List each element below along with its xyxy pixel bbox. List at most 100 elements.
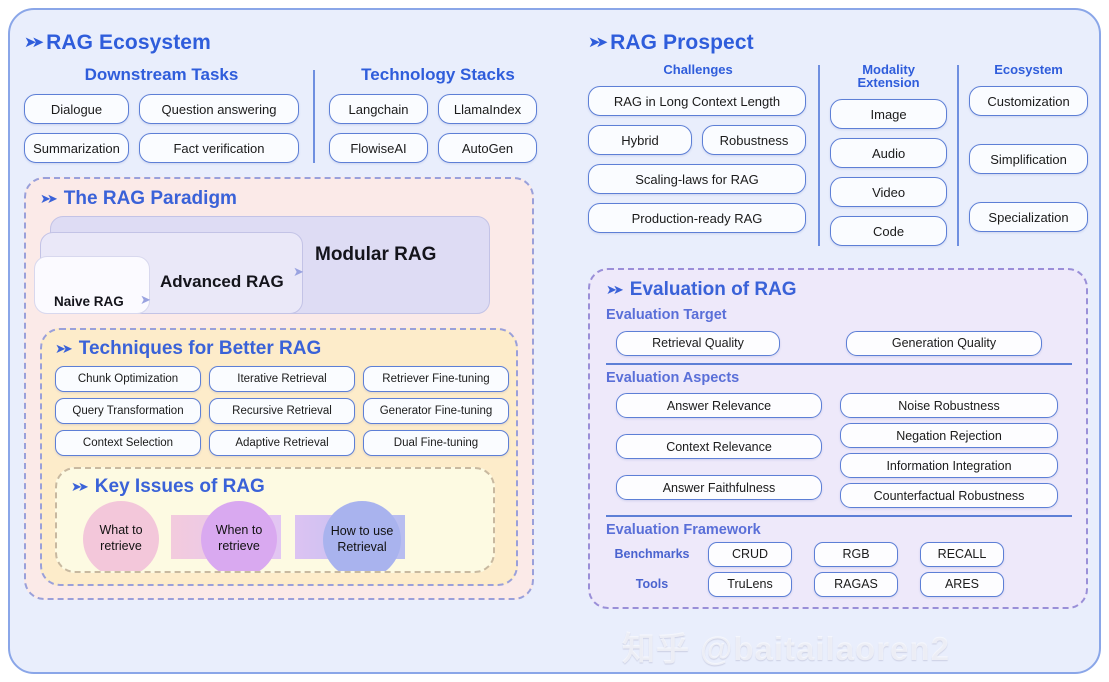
watermark: 知乎 @baitailaoren2 [622,630,950,667]
evaluation-box: ➤➤ Evaluation of RAG Evaluation Target R… [588,268,1088,609]
pill-autogen[interactable]: AutoGen [438,133,537,163]
pill-context-selection[interactable]: Context Selection [55,430,201,456]
pill-negation-rejection[interactable]: Negation Rejection [840,423,1058,448]
pill-image[interactable]: Image [830,99,948,129]
key-issues-box: ➤➤ Key Issues of RAG What to retrieve Wh… [55,467,495,573]
modality-extension-heading: Modality Extension [857,62,920,90]
pill-query-transformation[interactable]: Query Transformation [55,398,201,424]
pill-robustness[interactable]: Robustness [702,125,806,155]
pill-retriever-fine-tuning[interactable]: Retriever Fine-tuning [363,366,509,392]
aspects-left-list: Answer Relevance Context Relevance Answe… [616,393,822,508]
venn-circle-how-to-use-retrieval[interactable]: How to use Retrieval [323,501,401,571]
pill-chunk-optimization[interactable]: Chunk Optimization [55,366,201,392]
label-advanced-rag: Advanced RAG [160,272,284,291]
double-chevron-right-icon: ➤➤ [24,34,44,51]
pill-trulens[interactable]: TruLens [708,571,792,597]
label-modular-rag: Modular RAG [315,244,437,265]
venn-circle-what-to-retrieve[interactable]: What to retrieve [83,501,159,571]
pill-flowiseai[interactable]: FlowiseAI [329,133,428,163]
pill-production-ready-rag[interactable]: Production-ready RAG [588,203,806,233]
framework-benchmarks-row: Benchmarks CRUD RGB RECALL [606,541,1072,567]
evaluation-heading: ➤➤ Evaluation of RAG [606,279,797,300]
key-issues-heading: ➤➤ Key Issues of RAG [71,476,265,497]
double-chevron-right-icon: ➤➤ [588,34,608,51]
benchmarks-label: Benchmarks [614,547,690,561]
pill-answer-faithfulness[interactable]: Answer Faithfulness [616,475,822,500]
prospect-columns: Challenges RAG in Long Context Length Hy… [588,62,1089,246]
prospect-divider-1 [818,65,821,246]
pill-dual-fine-tuning[interactable]: Dual Fine-tuning [363,430,509,456]
rag-paradigm-heading: ➤➤ The RAG Paradigm [40,188,237,209]
pill-ares[interactable]: ARES [920,571,1004,597]
prospect-ecosystem-list: Customization Simplification Specializat… [969,86,1089,232]
infographic-panel: ➤➤ RAG Ecosystem Downstream Tasks Dialog… [8,8,1101,674]
evaluation-aspects-lists: Answer Relevance Context Relevance Answe… [606,393,1072,508]
pill-audio[interactable]: Audio [830,138,948,168]
pill-generator-fine-tuning[interactable]: Generator Fine-tuning [363,398,509,424]
pill-counterfactual-robustness[interactable]: Counterfactual Robustness [840,483,1058,508]
ecosystem-divider [313,70,315,163]
label-naive-rag: Naive RAG [54,294,124,309]
prospect-divider-2 [957,65,960,246]
venn-circle-when-to-retrieve[interactable]: When to retrieve [201,501,277,571]
pill-fact-verification[interactable]: Fact verification [139,133,299,163]
pill-adaptive-retrieval[interactable]: Adaptive Retrieval [209,430,355,456]
tools-list: TruLens RAGAS ARES [708,571,1004,597]
pill-recursive-retrieval[interactable]: Recursive Retrieval [209,398,355,424]
framework-tools-row: Tools TruLens RAGAS ARES [606,571,1072,597]
aspects-right-list: Noise Robustness Negation Rejection Info… [840,393,1058,508]
rag-ecosystem-title: ➤➤ RAG Ecosystem [24,31,211,54]
evaluation-aspects-heading: Evaluation Aspects [606,369,740,386]
evaluation-divider-2 [606,515,1072,517]
pill-iterative-retrieval[interactable]: Iterative Retrieval [209,366,355,392]
pill-generation-quality[interactable]: Generation Quality [846,330,1042,356]
challenges-list: RAG in Long Context Length Hybrid Robust… [588,86,808,233]
pill-information-integration[interactable]: Information Integration [840,453,1058,478]
pill-dialogue[interactable]: Dialogue [24,94,129,124]
pill-context-relevance[interactable]: Context Relevance [616,434,822,459]
paradigm-stage-stack: ➤ ➤ Naive RAG Advanced RAG Modular RAG [34,216,520,316]
pill-retrieval-quality[interactable]: Retrieval Quality [616,330,780,356]
technology-stacks-group: Technology Stacks Langchain LlamaIndex F… [329,66,547,163]
pill-rgb[interactable]: RGB [814,541,898,567]
pill-langchain[interactable]: Langchain [329,94,428,124]
pill-code[interactable]: Code [830,216,948,246]
pill-summarization[interactable]: Summarization [24,133,129,163]
pill-recall[interactable]: RECALL [920,541,1004,567]
evaluation-divider-1 [606,362,1072,365]
rag-prospect-title: ➤➤ RAG Prospect [588,31,754,54]
evaluation-framework-heading: Evaluation Framework [606,522,761,538]
pill-specialization[interactable]: Specialization [969,202,1089,232]
pill-customization[interactable]: Customization [969,86,1089,116]
pill-video[interactable]: Video [830,177,948,207]
pill-rag-in-long-context-length[interactable]: RAG in Long Context Length [588,86,806,116]
benchmarks-list: CRUD RGB RECALL [708,541,1004,567]
pill-answer-relevance[interactable]: Answer Relevance [616,393,822,418]
rag-paradigm-box: ➤➤ The RAG Paradigm ➤ ➤ Naive RAG Advanc… [24,177,534,600]
chevron-right-icon: ➤➤ [40,191,58,206]
evaluation-target-heading: Evaluation Target [606,307,727,323]
pill-noise-robustness[interactable]: Noise Robustness [840,393,1058,418]
pill-simplification[interactable]: Simplification [969,144,1089,174]
prospect-ecosystem-group: Ecosystem Customization Simplification S… [969,63,1089,246]
key-issues-venn: What to retrieve When to retrieve How to… [73,501,483,571]
pill-crud[interactable]: CRUD [708,541,792,567]
pill-hybrid[interactable]: Hybrid [588,125,692,155]
rag-prospect-column: ➤➤ RAG Prospect Challenges RAG in Long C… [588,31,1089,609]
chevron-right-icon: ➤➤ [606,282,624,297]
downstream-tasks-heading: Downstream Tasks [84,65,239,84]
tools-label: Tools [635,577,669,591]
pill-scaling-laws-for-rag[interactable]: Scaling-laws for RAG [588,164,806,194]
modality-list: Image Audio Video Code [830,99,948,246]
pill-question-answering[interactable]: Question answering [139,94,299,124]
techniques-box: ➤➤ Techniques for Better RAG Chunk Optim… [40,328,518,586]
techniques-heading: ➤➤ Techniques for Better RAG [55,338,322,359]
arrow-naive-to-advanced-icon: ➤ [140,292,151,307]
card-naive-rag[interactable] [34,256,150,314]
techniques-grid: Chunk Optimization Iterative Retrieval R… [55,366,509,456]
ecosystem-columns: Downstream Tasks Dialogue Question answe… [24,66,564,163]
technology-stacks-heading: Technology Stacks [361,65,515,84]
chevron-right-icon: ➤➤ [71,479,89,494]
pill-llamaindex[interactable]: LlamaIndex [438,94,537,124]
pill-ragas[interactable]: RAGAS [814,571,898,597]
